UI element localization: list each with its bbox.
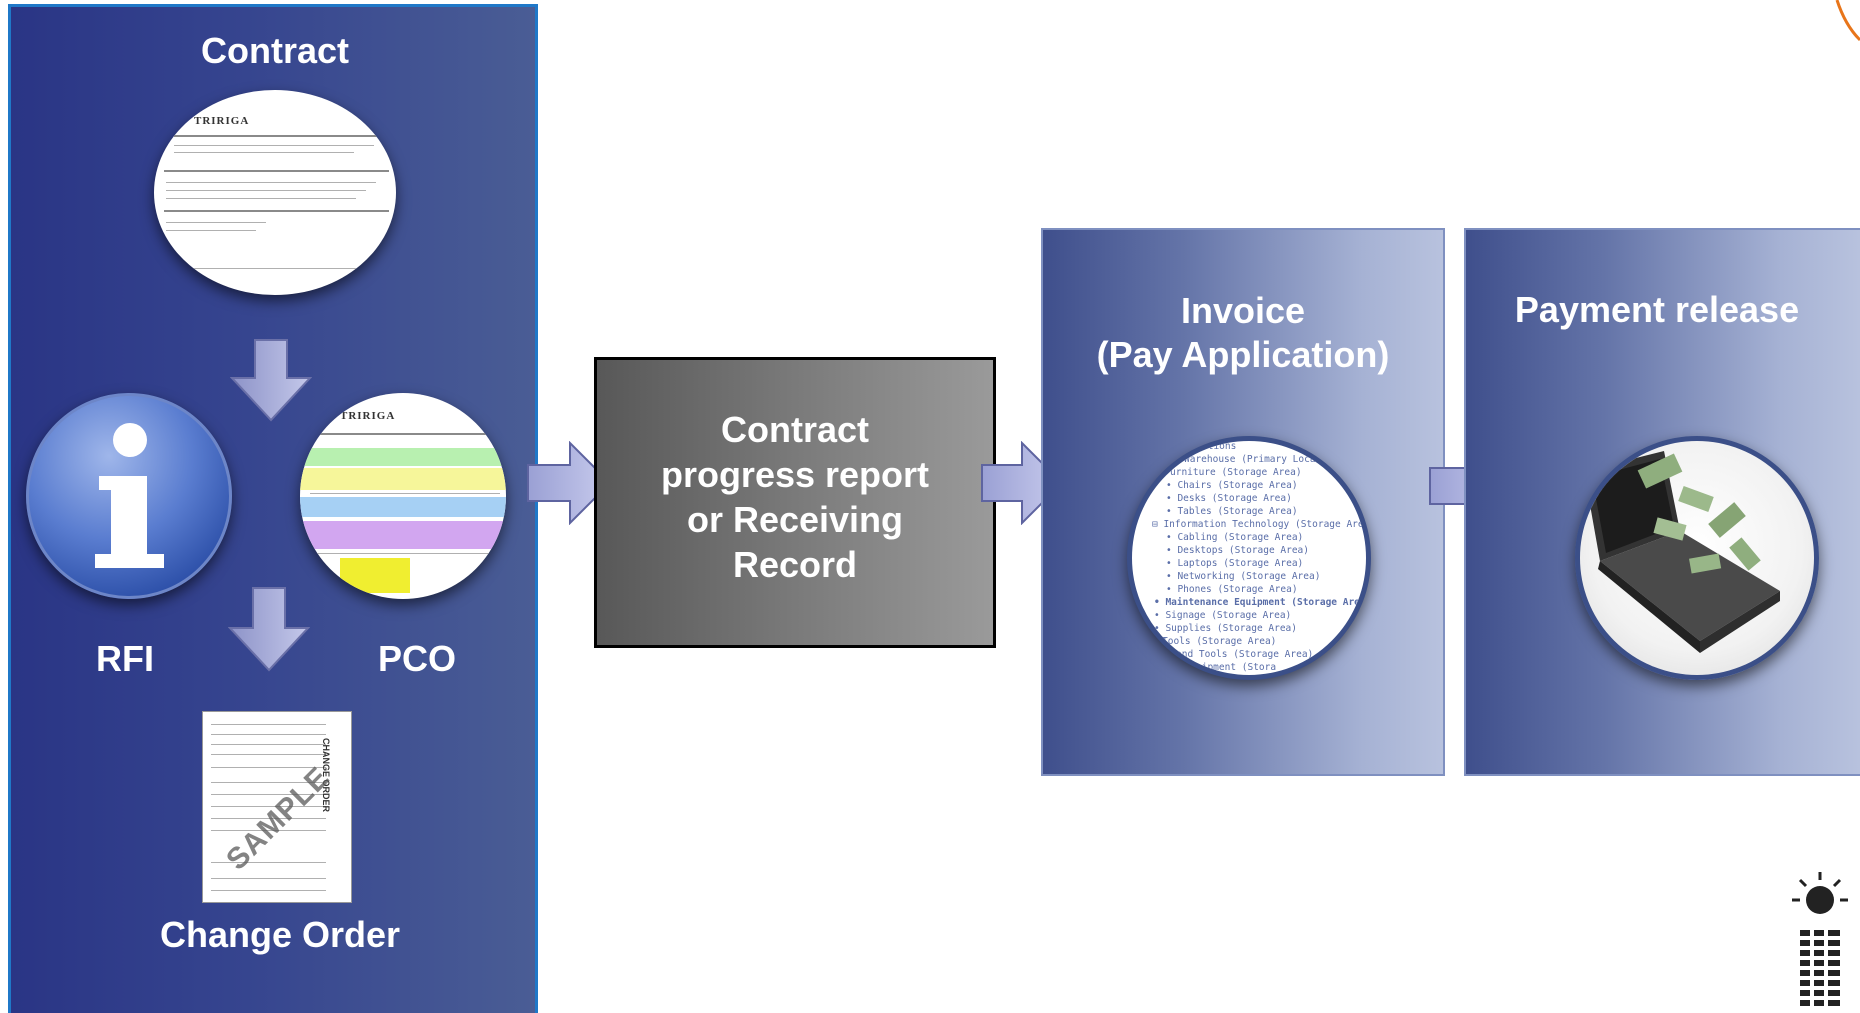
ibm-logo-icon (1792, 872, 1848, 1013)
list-item: Tools (Storage Area) (1162, 636, 1277, 647)
down-arrow-icon (228, 587, 310, 672)
list-item: ⊟ Information Technology (Storage Area) (1152, 519, 1371, 530)
list-item: ations (1202, 441, 1237, 452)
list-item: • Chairs (Storage Area) (1166, 480, 1298, 491)
list-item: • Tables (Storage Area) (1166, 506, 1298, 517)
corner-decoration (1835, 0, 1860, 42)
down-arrow-icon (230, 339, 312, 422)
progress-line-1: Contract (720, 409, 869, 450)
contract-document-image: TRIRIGA (154, 90, 396, 295)
invoice-line-1: Invoice (1180, 290, 1306, 331)
list-item: Warehouse (Primary Loca (1184, 454, 1316, 465)
list-item: • Desktops (Storage Area) (1166, 545, 1309, 556)
list-item: • Signage (Storage Area) (1154, 610, 1292, 621)
change-order-label: Change Order (159, 914, 401, 955)
progress-line-2: progress report (660, 454, 930, 495)
payment-label: Payment release (1514, 289, 1800, 330)
list-item: • Supplies (Storage Area) (1154, 623, 1297, 634)
contract-doc-logo: TRIRIGA (194, 115, 250, 127)
pco-doc-logo: TRIRIGA (340, 410, 396, 422)
pco-document-image: TRIRIGA (300, 393, 506, 599)
money-laptop-icon (1575, 436, 1819, 680)
list-item: • Maintenance Equipment (Storage Area (1154, 597, 1366, 608)
rfi-label: RFI (96, 638, 154, 679)
list-item: • Networking (Storage Area) (1166, 571, 1321, 582)
invoice-list-image: ations Warehouse (Primary Loca urniture … (1127, 436, 1371, 680)
invoice-label: Invoice (Pay Application) (1041, 289, 1445, 377)
list-item: • Phones (Storage Area) (1166, 584, 1298, 595)
pco-label: PCO (377, 638, 456, 679)
list-item: and Tools (Storage Area) (1176, 649, 1314, 660)
info-icon (26, 393, 232, 599)
progress-line-3: or Receiving (686, 499, 904, 540)
sample-stamp: SAMPLE (220, 760, 337, 877)
list-item: • Desks (Storage Area) (1166, 493, 1292, 504)
change-order-document-image: CHANGE ORDER SAMPLE (202, 711, 352, 903)
list-item: • Cabling (Storage Area) (1166, 532, 1304, 543)
progress-line-4: Record (732, 544, 858, 585)
list-item: urniture (Storage Area) (1170, 467, 1302, 478)
progress-report-label: Contract progress report or Receiving Re… (610, 407, 980, 587)
progress-report-box (594, 357, 996, 648)
list-item: uipment (Stora (1196, 662, 1277, 673)
invoice-line-2: (Pay Application) (1096, 334, 1390, 375)
right-arrow-icon (527, 441, 612, 525)
list-item: • Laptops (Storage Area) (1166, 558, 1304, 569)
contract-label: Contract (200, 30, 349, 71)
